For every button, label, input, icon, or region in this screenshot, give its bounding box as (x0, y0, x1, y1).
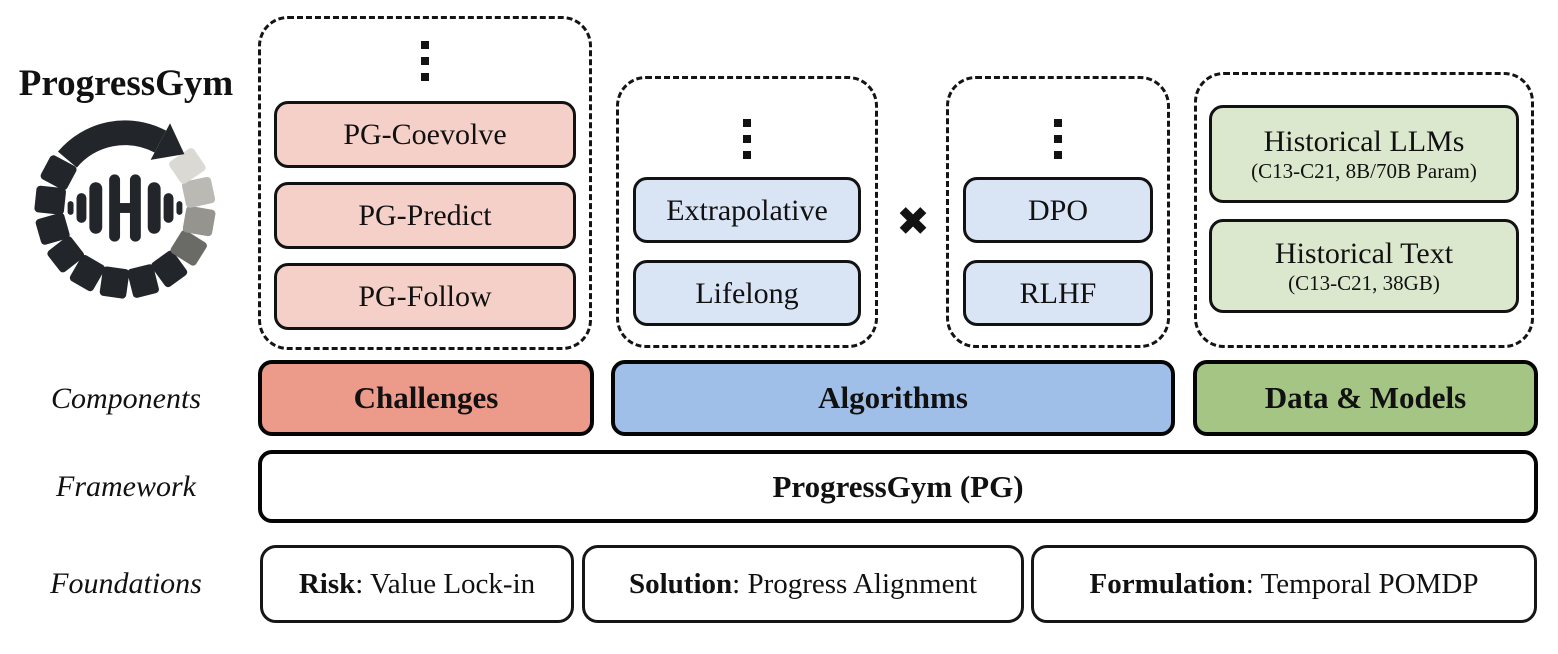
challenge-item: PG-Follow (274, 263, 576, 330)
historical-text-item: Historical Text (C13-C21, 38GB) (1209, 219, 1519, 313)
brand-title: ProgressGym (18, 63, 234, 104)
algorithms-bar: Algorithms (611, 360, 1175, 436)
framework-row-label: Framework (56, 470, 196, 503)
algorithm-methods-group: DPO RLHF (946, 76, 1170, 348)
cross-product-icon: ✖ (896, 199, 930, 245)
foundation-term: Formulation (1089, 567, 1246, 600)
foundation-formulation-box: Formulation: Temporal POMDP (1031, 545, 1537, 623)
challenge-item: PG-Predict (274, 182, 576, 249)
paradigm-item: Extrapolative (633, 177, 861, 243)
data-models-group: Historical LLMs (C13-C21, 8B/70B Param) … (1194, 72, 1534, 348)
vertical-ellipsis-icon (1054, 119, 1062, 159)
components-row-label: Components (51, 382, 201, 415)
historical-text-caption: (C13-C21, 38GB) (1288, 270, 1440, 295)
paradigm-item: Lifelong (633, 260, 861, 326)
foundation-desc: : Progress Alignment (732, 567, 978, 600)
foundation-risk-box: Risk: Value Lock-in (260, 545, 574, 623)
algorithm-paradigms-group: Extrapolative Lifelong (616, 76, 878, 348)
vertical-ellipsis-icon (743, 119, 751, 159)
foundation-term: Risk (298, 567, 356, 600)
challenges-group: PG-Coevolve PG-Predict PG-Follow (258, 16, 592, 350)
challenges-bar: Challenges (258, 360, 594, 436)
progressgym-logo-icon (30, 108, 220, 308)
data-models-bar: Data & Models (1193, 360, 1538, 436)
framework-bar: ProgressGym (PG) (258, 450, 1538, 523)
vertical-ellipsis-icon (421, 41, 429, 81)
cycle-arrow (57, 120, 185, 168)
challenge-item: PG-Coevolve (274, 101, 576, 168)
dumbbell-icon (67, 174, 183, 242)
foundation-desc: : Temporal POMDP (1245, 567, 1479, 600)
historical-llms-title: Historical LLMs (1263, 124, 1465, 158)
method-item: DPO (963, 177, 1153, 243)
method-item: RLHF (963, 260, 1153, 326)
historical-text-title: Historical Text (1274, 236, 1454, 270)
foundations-row-label: Foundations (50, 567, 202, 600)
foundation-term: Solution (628, 567, 733, 600)
foundation-solution-box: Solution: Progress Alignment (582, 545, 1024, 623)
progress-ring (34, 148, 216, 299)
historical-llms-item: Historical LLMs (C13-C21, 8B/70B Param) (1209, 105, 1519, 203)
foundation-desc: : Value Lock-in (355, 567, 536, 600)
historical-llms-caption: (C13-C21, 8B/70B Param) (1251, 158, 1477, 183)
